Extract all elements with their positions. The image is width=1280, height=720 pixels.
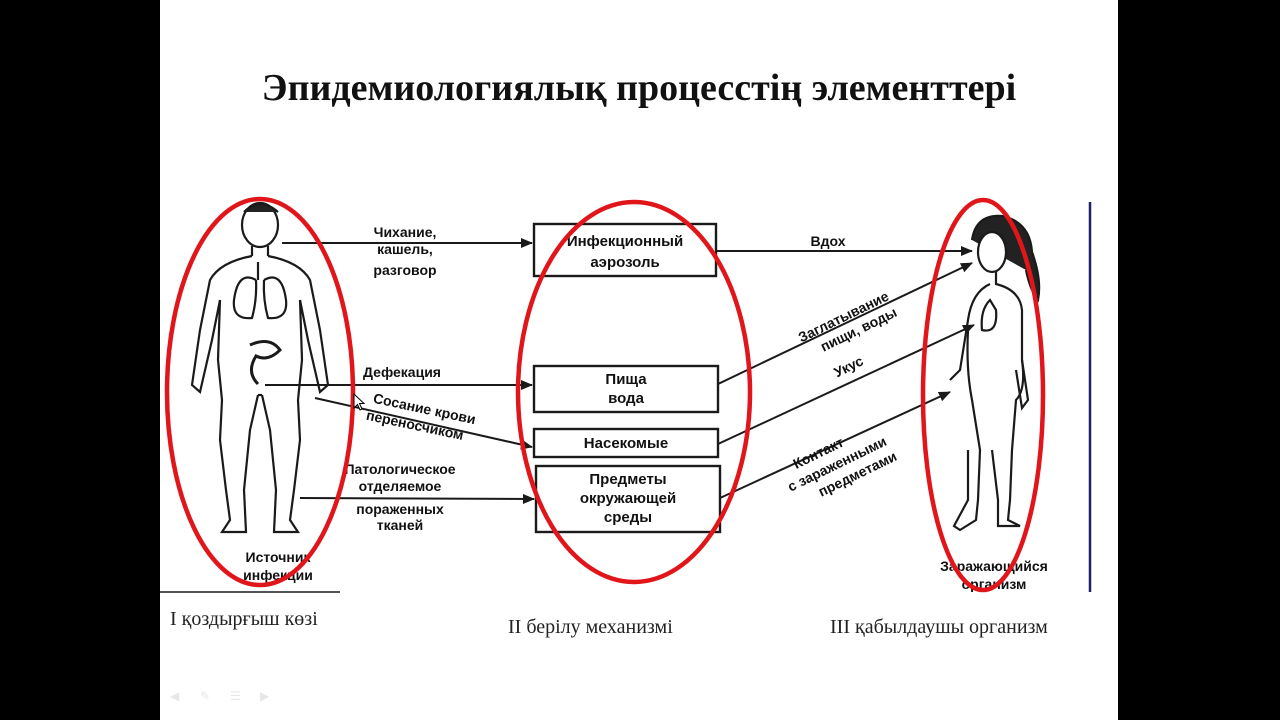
box-food-line1: Пища: [605, 371, 647, 388]
pen-icon[interactable]: ✎: [200, 689, 211, 703]
highlight-ellipse-mechanism: [515, 199, 753, 585]
epidemiology-diagram: Инфекционный аэрозоль Пища вода Насекомы…: [160, 196, 1092, 593]
box-aerosol-line2: аэрозоль: [590, 254, 659, 271]
recipient-human-figure: [949, 214, 1041, 532]
arrow-discharge-to-environment: [299, 493, 535, 504]
slide-navigation: ◀ ✎ ☰ ▶: [170, 690, 278, 702]
prev-arrow-icon[interactable]: ◀: [170, 689, 180, 703]
next-arrow-icon[interactable]: ▶: [260, 689, 270, 703]
recipient-label-1: Заражающийся: [940, 558, 1048, 574]
box-aerosol-line1: Инфекционный: [567, 233, 683, 250]
source-label-1: Источник: [246, 549, 312, 565]
box-insects-label: Насекомые: [584, 435, 668, 452]
route-label-discharge-1: Патологическое: [344, 461, 455, 477]
highlight-ellipse-source: [164, 196, 356, 588]
arrow-food-to-recipient: [717, 262, 973, 385]
box-env-line1: Предметы: [589, 471, 666, 488]
caption-source: I қоздырғыш көзі: [170, 608, 318, 630]
slide: Эпидемиологиялық процесстің элементтері: [160, 0, 1118, 720]
route-box-insects: Насекомые: [532, 427, 720, 459]
caption-mechanism: II берілу механизмі: [508, 616, 673, 638]
route-label-inhale: Вдох: [811, 233, 846, 249]
route-box-food-water: Пища вода: [532, 364, 720, 414]
route-label-discharge-4: тканей: [377, 517, 424, 533]
route-label-sneeze-3: разговор: [373, 262, 436, 278]
box-env-line2: окружающей: [580, 490, 676, 507]
route-label-defecation: Дефекация: [363, 364, 441, 380]
slide-title: Эпидемиологиялық процесстің элементтері: [261, 67, 1017, 109]
route-label-discharge-2: отделяемое: [359, 478, 442, 494]
caption-recipient: III қабылдаушы организм: [830, 616, 1048, 638]
box-food-line2: вода: [608, 390, 645, 407]
route-box-environment: Предметы окружающей среды: [534, 464, 722, 534]
slides-menu-icon[interactable]: ☰: [230, 689, 241, 703]
arrow-environment-to-recipient: [719, 391, 951, 499]
arrow-insects-to-recipient: [717, 324, 975, 445]
route-label-sneeze-1: Чихание,: [374, 224, 437, 240]
box-env-line3: среды: [604, 509, 652, 526]
route-box-aerosol: Инфекционный аэрозоль: [532, 222, 718, 278]
mouse-pointer-icon: [353, 393, 365, 411]
highlight-ellipse-recipient: [920, 197, 1046, 593]
route-label-bite: Укус: [831, 352, 866, 380]
source-human-figure: [190, 201, 330, 534]
route-label-sneeze-2: кашель,: [377, 241, 433, 257]
route-label-discharge-3: пораженных: [356, 501, 444, 517]
